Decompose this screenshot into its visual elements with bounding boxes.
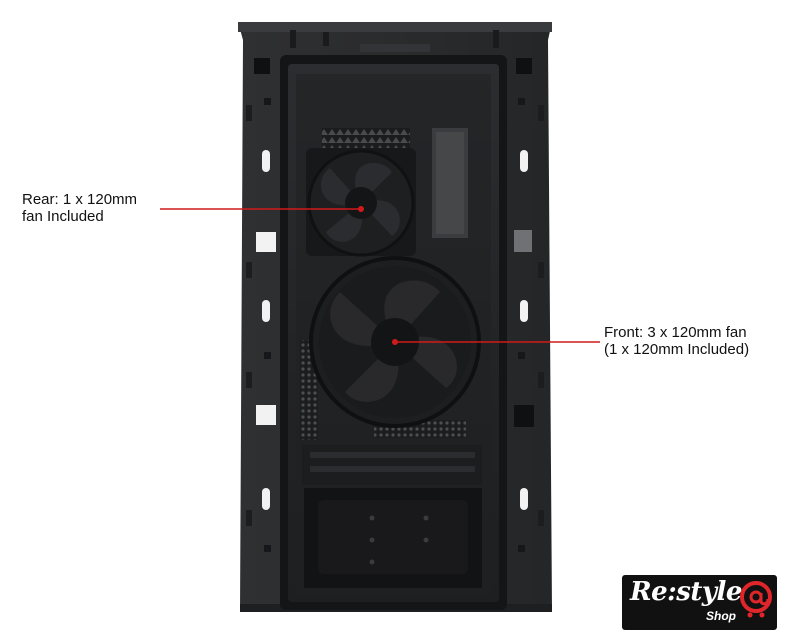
- front-fan-callout-line2: (1 x 120mm Included): [604, 341, 750, 358]
- front-fan-callout-label: Front: 3 x 120mm fan (1 x 120mm Included…: [604, 324, 749, 358]
- rear-fan-callout-line1: Rear: 1 x 120mm: [22, 191, 138, 208]
- cart-at-icon: [740, 581, 772, 618]
- right-rail-cutouts: [514, 58, 544, 552]
- logo-wordmark: Re:style: [630, 577, 742, 607]
- restyle-shop-logo: Re:style Shop: [622, 575, 777, 630]
- rear-fan-callout-line2: fan Included: [22, 208, 104, 225]
- rear-fan-callout-label: Rear: 1 x 120mm fan Included: [22, 191, 137, 225]
- rear-fan-callout-line: [160, 206, 364, 212]
- front-fan-callout-line1: Front: 3 x 120mm fan: [604, 324, 747, 341]
- left-rail-cutouts: [246, 58, 276, 552]
- rear-fan: [306, 148, 416, 257]
- front-fan-callout-line: [392, 339, 600, 345]
- case-interior: [300, 128, 482, 588]
- logo-subtitle: Shop: [706, 609, 736, 623]
